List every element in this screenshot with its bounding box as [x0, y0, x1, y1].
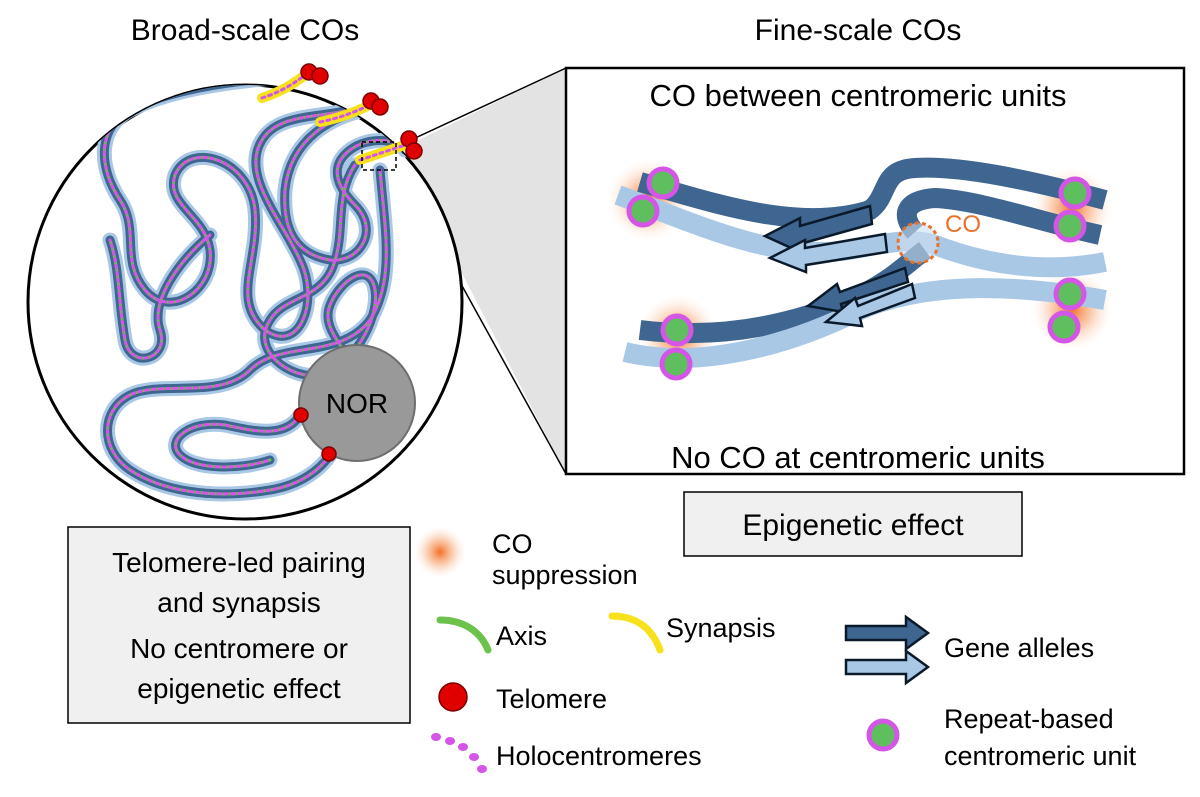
synapsis-icon — [608, 612, 664, 654]
strand-dark-top-1 — [637, 157, 1108, 229]
dark-allele-arrow-2 — [804, 266, 910, 314]
light-allele-arrow-2 — [822, 282, 917, 328]
legend-centromeric-unit-2: centromeric unit — [944, 741, 1137, 771]
legend-co-suppression-1: CO — [492, 529, 533, 559]
broad-box-line2: and synapsis — [157, 587, 320, 618]
fine-scale-heading: Fine-scale COs — [755, 14, 962, 47]
legend-holocentromeres: Holocentromeres — [496, 741, 702, 771]
centromeric-unit-icon — [866, 718, 900, 752]
dark-allele-arrow-1 — [762, 204, 874, 254]
no-co-label: No CO at centromeric units — [671, 440, 1045, 475]
telomeres — [293, 63, 423, 462]
centromeric-units — [626, 166, 1092, 381]
broad-box-line3: No centromere or — [130, 633, 348, 664]
co-site-label: CO — [945, 211, 981, 238]
broad-box-line1: Telomere-led pairing — [112, 547, 366, 578]
legend-gene-alleles: Gene alleles — [944, 633, 1094, 663]
co-site-marker — [896, 221, 940, 265]
legend-synapsis: Synapsis — [666, 613, 776, 643]
zoom-wedge — [398, 68, 566, 474]
legend-axis: Axis — [496, 621, 547, 651]
legend-centromeric-unit-1: Repeat-based — [944, 704, 1114, 734]
broad-scale-box — [67, 526, 411, 724]
broad-scale-heading: Broad-scale COs — [131, 14, 359, 47]
telomere-icon — [438, 682, 468, 712]
epigenetic-label: Epigenetic effect — [742, 509, 964, 542]
zoom-region-box — [361, 141, 397, 171]
broad-box-line4: epigenetic effect — [137, 673, 341, 704]
epigenetic-box — [683, 491, 1023, 557]
legend-co-suppression-2: suppression — [492, 560, 638, 590]
zoom-line-top — [397, 67, 567, 147]
allele-arrows — [762, 204, 917, 328]
legend-telomere: Telomere — [496, 684, 607, 714]
dark-allele-legend-icon — [844, 614, 931, 652]
holocentromere-icon — [431, 733, 487, 773]
strand-light-top — [614, 185, 1107, 278]
co-suppression-icon — [414, 526, 466, 578]
light-allele-arrow-1 — [766, 232, 889, 274]
legend: CO suppression Axis Synapsis Telomere Ho… — [414, 526, 1137, 773]
nor-label: NOR — [326, 388, 388, 419]
axis-icon — [436, 616, 492, 654]
light-allele-legend-icon — [844, 648, 931, 686]
nor-circle — [298, 344, 416, 462]
co-between-label: CO between centromeric units — [650, 78, 1067, 113]
